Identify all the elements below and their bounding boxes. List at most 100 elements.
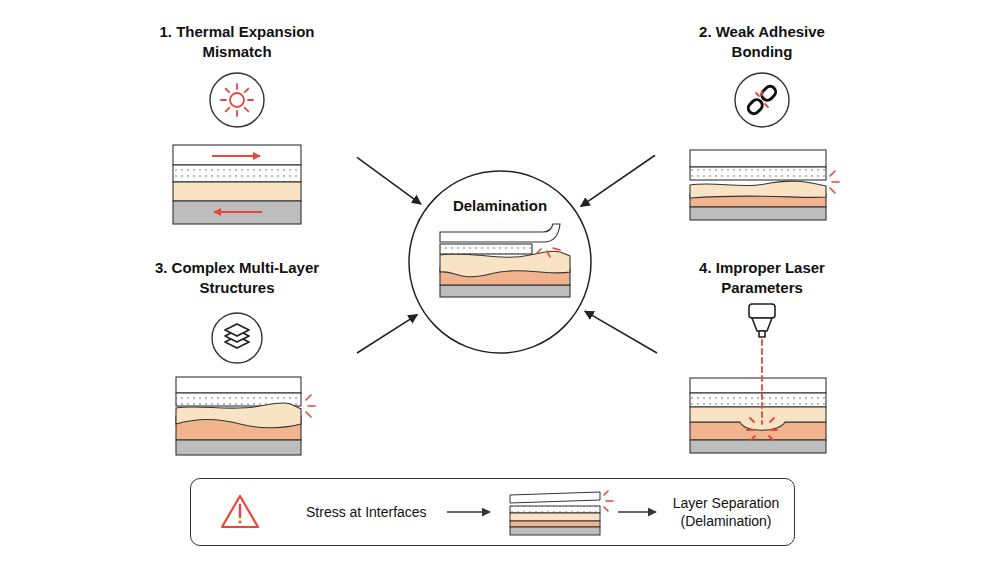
- sun-icon: [221, 84, 253, 116]
- spark-mark: [604, 507, 608, 511]
- layers-icon: [212, 313, 262, 363]
- spark-mark: [606, 500, 613, 502]
- delamination-figure: [440, 285, 570, 297]
- spark-mark: [306, 395, 311, 400]
- layer-stack: [690, 393, 826, 407]
- layer-stack: [173, 145, 301, 224]
- sun-icon: [210, 73, 264, 127]
- layers-icon: [225, 324, 249, 336]
- layer-stack: [176, 377, 301, 393]
- flow-arrow: [447, 511, 490, 513]
- layer-stack: [690, 167, 826, 180]
- summary-band: Stress at Interfaces Layer Separation (De…: [190, 478, 795, 546]
- spark-mark: [537, 248, 560, 257]
- chain-icon: [761, 91, 763, 95]
- layer-stack: [173, 165, 301, 182]
- panel-heading: 3. Complex Multi-Layer Structures: [137, 258, 337, 298]
- flow-arrow: [618, 511, 656, 513]
- layer-stack: [690, 150, 826, 167]
- chain-icon: [756, 91, 768, 107]
- cause-arrow: [585, 311, 657, 353]
- layer-stack: [173, 182, 301, 201]
- sun-icon: [245, 89, 249, 93]
- laser-beam: [750, 418, 754, 422]
- delamination-figure: [440, 251, 570, 277]
- cause-panel: 3. Complex Multi-Layer Structures: [137, 258, 337, 458]
- warning-icon: [239, 505, 241, 517]
- result-title: Delamination: [438, 196, 562, 216]
- laser-nozzle: [749, 304, 775, 318]
- chain-icon: [735, 73, 789, 127]
- layer-stack: [510, 492, 600, 503]
- stress-arrow: [212, 156, 262, 212]
- layer-stack: [173, 145, 301, 165]
- sun-icon: [230, 93, 244, 107]
- cause-arrow: [357, 315, 417, 353]
- laser-nozzle: [752, 318, 772, 331]
- layer-stack: [690, 150, 826, 220]
- panel-heading: 1. Thermal Expansion Mismatch: [147, 22, 327, 62]
- layer-stack: [510, 492, 600, 535]
- spark-mark: [830, 171, 839, 193]
- sun-icon: [236, 84, 238, 89]
- spark-mark: [306, 412, 311, 417]
- delamination-figure: [440, 224, 560, 242]
- layer-stack: [176, 403, 301, 428]
- laser-beam: [771, 429, 777, 431]
- spark-mark: [537, 249, 541, 253]
- warning-icon: [222, 496, 258, 527]
- chain-icon: [746, 84, 778, 116]
- stress-arrow: [212, 155, 260, 157]
- stress-arrow: [214, 211, 262, 213]
- layer-stack: [510, 513, 600, 521]
- cause-arrow: [581, 155, 655, 206]
- warning-icon: [222, 496, 258, 527]
- sun-icon: [226, 89, 230, 93]
- chain-icon: [765, 104, 768, 107]
- sun-icon: [236, 111, 238, 116]
- laser-beam: [747, 340, 777, 440]
- spark-mark: [553, 248, 560, 250]
- spark-mark: [604, 491, 608, 495]
- laser-nozzle: [749, 304, 775, 337]
- spark-mark: [830, 171, 835, 176]
- sun-icon: [248, 99, 253, 101]
- cause-arrow: [357, 157, 421, 204]
- band-text: Stress at Interfaces: [306, 503, 427, 521]
- panel-heading: 4. Improper Laser Parameters: [677, 258, 847, 298]
- layer-stack: [510, 527, 600, 535]
- layer-stack: [690, 181, 826, 198]
- laser-nozzle: [759, 331, 765, 337]
- cause-panel: 2. Weak Adhesive Bonding: [682, 22, 842, 227]
- spark-mark: [830, 188, 835, 193]
- spark-mark: [308, 405, 315, 407]
- spark-mark: [832, 181, 839, 183]
- cause-panel: 4. Improper Laser Parameters: [677, 258, 847, 458]
- circle-outline: [409, 171, 591, 353]
- layer-stack: [690, 207, 826, 220]
- chain-icon: [746, 98, 764, 116]
- cause-panel: 1. Thermal Expansion Mismatch: [147, 22, 327, 227]
- warning-icon: [239, 521, 242, 524]
- spark-mark: [604, 491, 613, 511]
- layer-stack: [176, 377, 301, 455]
- layers-icon: [212, 313, 262, 363]
- chain-icon: [756, 93, 759, 96]
- result-circle: Delamination: [408, 170, 592, 354]
- band-text: Layer Separation (Delamination): [666, 494, 786, 530]
- panel-heading: 2. Weak Adhesive Bonding: [682, 22, 842, 62]
- sun-icon: [226, 108, 230, 112]
- spark-mark: [306, 395, 315, 417]
- spark-mark: [547, 251, 550, 257]
- layer-stack: [510, 521, 600, 527]
- laser-beam: [769, 436, 773, 440]
- sun-icon: [221, 99, 226, 101]
- sun-icon: [245, 108, 249, 112]
- layer-stack: [510, 506, 600, 513]
- layer-stack: [173, 201, 301, 224]
- layer-stack: [690, 378, 826, 453]
- delamination-figure: [440, 224, 570, 297]
- layer-stack: [690, 407, 826, 430]
- laser-beam: [770, 418, 774, 422]
